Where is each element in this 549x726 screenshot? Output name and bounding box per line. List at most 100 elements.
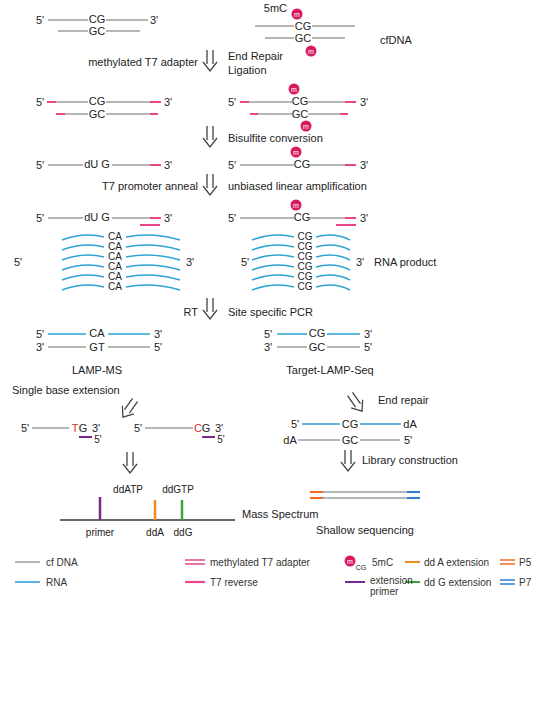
rna-arc (62, 275, 104, 280)
text-label: 3' (364, 329, 372, 340)
rna-arc (252, 245, 294, 250)
text-label: 5' (228, 97, 236, 108)
text-label: 5' (154, 342, 162, 353)
step-arrows (117, 50, 368, 473)
text-label: 5' (228, 213, 236, 224)
rna-arc (316, 255, 350, 260)
rna-arc (316, 245, 350, 250)
text-label: 3' (164, 213, 172, 224)
rna-arc (252, 275, 294, 280)
text-label: dA (283, 435, 296, 446)
text-label: 5' (134, 423, 142, 434)
text-label: 3' (92, 423, 100, 434)
text-label: Ligation (228, 65, 267, 76)
rna-arc (316, 265, 350, 270)
text-label: CG (89, 96, 106, 107)
legend-text: dd G extension (424, 577, 491, 588)
text-label: G (202, 423, 211, 434)
text-label: unbiased linear amplification (228, 181, 367, 192)
text-label: C (194, 423, 202, 434)
text-label: Site specific PCR (228, 307, 313, 318)
rna-arc (62, 255, 104, 260)
text-label: 5' (404, 435, 412, 446)
text-label: End repair (378, 395, 429, 406)
text-label: CG (294, 159, 311, 170)
text-label: CA (89, 328, 104, 339)
text-label: 5' (36, 15, 44, 26)
text-label: m (291, 86, 297, 93)
text-label: m (347, 558, 353, 565)
text-label: ddG (174, 528, 193, 538)
text-label: CA (108, 232, 122, 242)
rna-arc (62, 245, 104, 250)
text-label: GC (309, 342, 326, 353)
text-label: cfDNA (380, 35, 412, 46)
text-label: CG (298, 252, 313, 262)
text-label: 3' (154, 329, 162, 340)
text-label: dA (403, 419, 416, 430)
legend-text: dd A extension (424, 557, 489, 568)
text-label: ddATP (113, 485, 143, 495)
text-label: CA (108, 262, 122, 272)
text-label: 3' (150, 15, 158, 26)
legend-text: T7 reverse (210, 577, 258, 588)
text-label: CG (298, 282, 313, 292)
text-label: m (293, 202, 299, 209)
legend-text: extension primer (370, 575, 420, 597)
rna-arc (126, 265, 180, 270)
rna-arc (252, 235, 294, 240)
text-label: dU G (84, 159, 110, 170)
text-label: primer (86, 528, 114, 538)
text-label: CA (108, 242, 122, 252)
text-label: End Repair (228, 51, 283, 62)
rna-arc (126, 275, 180, 280)
rna-lines (15, 334, 401, 582)
text-label: 5' (264, 329, 272, 340)
legend-text: methylated T7 adapter (210, 557, 310, 568)
text-label: GC (342, 435, 359, 446)
text-label: CG (309, 328, 326, 339)
text-label: 5' (228, 160, 236, 171)
rna-arc (252, 255, 294, 260)
text-label: CG (295, 21, 312, 32)
text-label: 5' (36, 213, 44, 224)
methyl-circles (289, 9, 356, 567)
text-label: LAMP-MS (72, 365, 122, 376)
legend-text: P7 (519, 577, 531, 588)
text-label: CG (298, 232, 313, 242)
text-label: 3' (164, 97, 172, 108)
text-label: CG (292, 96, 309, 107)
library-ends (310, 492, 515, 584)
text-label: dU G (84, 212, 110, 223)
text-label: CG (356, 564, 367, 571)
text-label: G (79, 423, 88, 434)
text-label: 5' (21, 423, 29, 434)
text-label: 3' (164, 160, 172, 171)
text-label: m (294, 11, 300, 18)
legend-text: RNA (46, 577, 67, 588)
rna-arc (126, 255, 180, 260)
text-label: 3' (186, 257, 194, 268)
text-label: 5' (217, 435, 224, 445)
text-label: Shallow sequencing (316, 525, 414, 536)
text-label: Mass Spectrum (242, 509, 318, 520)
rna-arc (62, 285, 104, 290)
text-label: RT (184, 307, 198, 318)
text-label: ddGTP (162, 485, 194, 495)
text-label: 3' (264, 342, 272, 353)
text-label: 5' (291, 419, 299, 430)
legend-text: P5 (519, 557, 531, 568)
text-label: CG (298, 272, 313, 282)
text-label: 5' (36, 160, 44, 171)
text-label: CA (108, 282, 122, 292)
rna-arc (316, 275, 350, 280)
text-label: 3' (36, 342, 44, 353)
rna-arc (316, 235, 350, 240)
mass-spectrum (60, 497, 235, 520)
text-label: CG (298, 242, 313, 252)
rna-arc (62, 265, 104, 270)
text-label: 5mC (264, 3, 287, 14)
text-label: RNA product (374, 257, 436, 268)
